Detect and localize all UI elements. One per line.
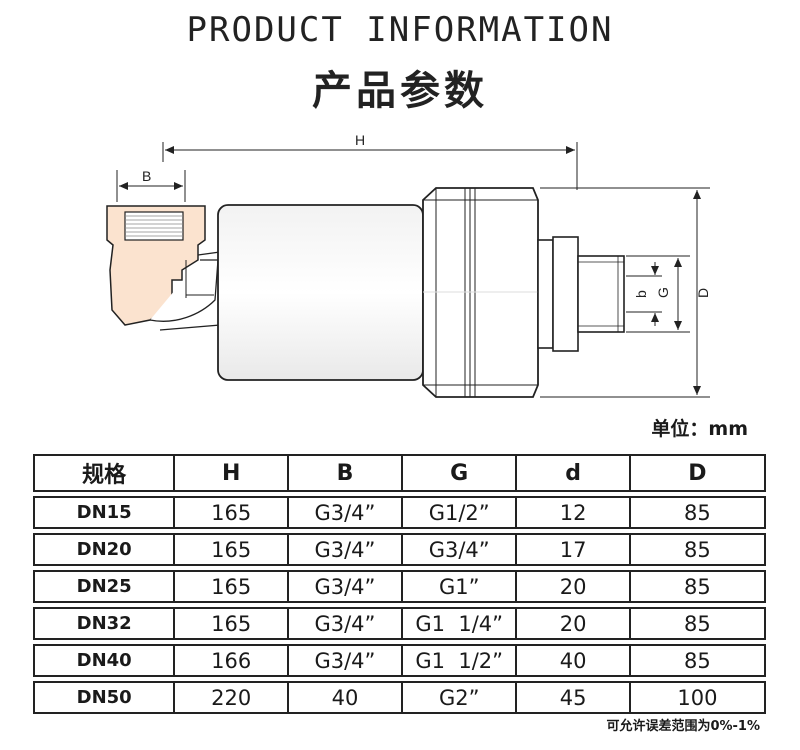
cell-d: 85 xyxy=(628,644,766,677)
cell-g: G1 1/2” xyxy=(400,644,516,677)
hex-nut xyxy=(422,187,539,398)
table-row: DN15 165 G3/4” G1/2” 12 85 xyxy=(33,496,766,529)
cell-h: 165 xyxy=(173,570,287,603)
tolerance-note: 可允许误差范围为0%-1% xyxy=(606,719,760,734)
cell-d: 85 xyxy=(628,607,766,640)
dimension-b: B xyxy=(116,168,186,202)
cell-d: 100 xyxy=(628,681,766,714)
column-header-g: G xyxy=(400,454,516,492)
valve-body xyxy=(217,204,424,381)
product-dimension-drawing: H B xyxy=(106,132,711,398)
cell-h: 165 xyxy=(173,607,287,640)
column-header-b: B xyxy=(286,454,401,492)
cell-g: G3/4” xyxy=(400,533,516,566)
cell-h: 220 xyxy=(173,681,287,714)
cell-h: 165 xyxy=(173,496,287,529)
page-title-english: PRODUCT INFORMATION xyxy=(186,10,614,50)
page-title-chinese: 产品参数 xyxy=(312,68,488,114)
table-row: DN40 166 G3/4” G1 1/2” 40 85 xyxy=(33,644,766,677)
collar-2 xyxy=(552,236,579,352)
dimension-g-label: G xyxy=(655,287,671,298)
dimension-g: G xyxy=(626,255,690,333)
cell-b: 40 xyxy=(286,681,401,714)
cell-spec: DN40 xyxy=(33,644,174,677)
elbow-fitting xyxy=(106,205,221,331)
cell-d: 85 xyxy=(628,533,766,566)
cell-spec: DN15 xyxy=(33,496,174,529)
cell-g: G1 1/4” xyxy=(400,607,516,640)
table-row: DN25 165 G3/4” G1” 20 85 xyxy=(33,570,766,603)
dimension-d-label: D xyxy=(695,288,711,298)
cell-d-small: 20 xyxy=(515,570,629,603)
cell-d-small: 12 xyxy=(515,496,629,529)
dimension-b-small: b xyxy=(626,262,662,326)
table-row: DN32 165 G3/4” G1 1/4” 20 85 xyxy=(33,607,766,640)
cell-g: G1/2” xyxy=(400,496,516,529)
cell-b: G3/4” xyxy=(286,533,401,566)
spec-table: 规格 H B G d D DN15 165 G3/4” G1/2” 12 85 … xyxy=(33,450,766,718)
dimension-b-small-label: b xyxy=(633,290,649,298)
cell-spec: DN32 xyxy=(33,607,174,640)
cell-spec: DN20 xyxy=(33,533,174,566)
cell-g: G1” xyxy=(400,570,516,603)
table-row: DN20 165 G3/4” G3/4” 17 85 xyxy=(33,533,766,566)
dimension-d: D xyxy=(540,187,711,398)
collar-1 xyxy=(537,239,554,349)
cell-d-small: 17 xyxy=(515,533,629,566)
cell-g: G2” xyxy=(400,681,516,714)
cell-d-small: 40 xyxy=(515,644,629,677)
cell-b: G3/4” xyxy=(286,496,401,529)
dimension-h: H xyxy=(162,132,578,190)
dimension-b-label: B xyxy=(142,168,151,184)
column-header-spec: 规格 xyxy=(33,454,174,492)
cell-spec: DN25 xyxy=(33,570,174,603)
cell-spec: DN50 xyxy=(33,681,174,714)
column-header-d-small: d xyxy=(515,454,629,492)
cell-h: 165 xyxy=(173,533,287,566)
table-header-row: 规格 H B G d D xyxy=(33,454,766,492)
cell-b: G3/4” xyxy=(286,644,401,677)
cell-h: 166 xyxy=(173,644,287,677)
dimension-h-label: H xyxy=(355,132,365,148)
cell-b: G3/4” xyxy=(286,570,401,603)
column-header-d: D xyxy=(628,454,766,492)
threaded-outlet xyxy=(577,255,625,333)
column-header-h: H xyxy=(173,454,287,492)
cell-b: G3/4” xyxy=(286,607,401,640)
cell-d-small: 20 xyxy=(515,607,629,640)
table-row: DN50 220 40 G2” 45 100 xyxy=(33,681,766,714)
cell-d-small: 45 xyxy=(515,681,629,714)
unit-label: 单位：mm xyxy=(651,418,748,440)
cell-d: 85 xyxy=(628,570,766,603)
cell-d: 85 xyxy=(628,496,766,529)
